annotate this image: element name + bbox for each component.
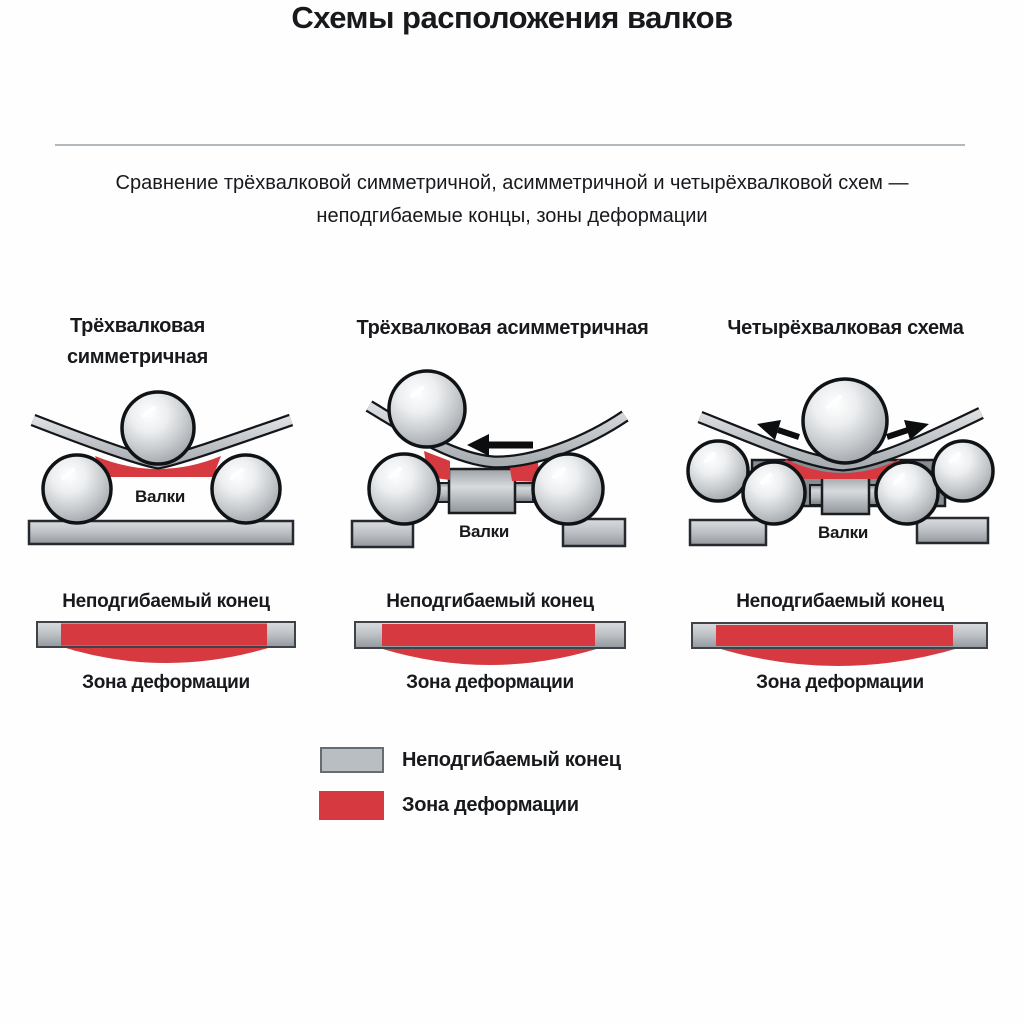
diagram1-title-line2: симметричная — [66, 346, 209, 368]
machine-base — [27, 519, 295, 546]
deformation-strip-1 — [36, 621, 296, 666]
title-divider — [55, 144, 965, 146]
rigid-end-label-1: Неподгибаемый конец — [62, 591, 270, 612]
drive-block — [447, 467, 517, 515]
diagram3-title: Четырёхвалковая схема — [688, 313, 1003, 344]
bottom-roll-sphere-right — [210, 453, 282, 525]
rigid-end-label-2: Неподгибаемый конец — [386, 591, 594, 612]
diagram1-title-line1: Трёхвалковая — [70, 315, 205, 337]
feed-direction-arrow-left-icon — [467, 434, 533, 456]
diagram1-title: Трёхвалковая симметричная — [35, 311, 240, 373]
bottom-roll-sphere-right — [531, 452, 605, 526]
feed-direction-arrow-left-icon — [757, 420, 800, 440]
feed-direction-arrow-right-icon — [886, 420, 929, 440]
diagram-three-roll-asymmetric: Валки — [350, 369, 629, 549]
legend-label-deformation-zone: Зона деформации — [402, 794, 579, 816]
deformation-zone-bar — [61, 623, 267, 646]
bulge-texture — [379, 650, 600, 667]
page-title: Схемы расположения валков — [291, 0, 733, 35]
machine-base-left — [688, 518, 768, 547]
top-roll-sphere — [801, 377, 889, 465]
bulge-texture — [61, 649, 273, 666]
diagram-four-roll: Валки — [686, 377, 995, 547]
deformation-zone-label-1: Зона деформации — [82, 672, 250, 693]
legend-swatch-deformation-zone — [319, 791, 384, 820]
sheet — [697, 407, 984, 472]
bulge-texture — [721, 651, 955, 668]
diagram3-title-line1: Четырёхвалковая схема — [727, 317, 964, 339]
bottom-roll-sphere-left — [367, 452, 441, 526]
deformation-zone-label-2: Зона деформации — [406, 672, 574, 693]
deformation-zone-fill — [785, 459, 900, 479]
top-roll-sphere — [387, 369, 467, 449]
diagram2-title-line1: Трёхвалковая асимметричная — [356, 317, 649, 339]
drive-block — [820, 474, 871, 516]
legend-swatch-rigid-end — [320, 747, 384, 773]
subtitle-line-1: Сравнение трёхвалковой симметричной, аси… — [115, 172, 909, 194]
deformation-strip-3 — [691, 622, 988, 668]
rolls-label: Валки — [459, 522, 509, 541]
rigid-end-label-3: Неподгибаемый конец — [736, 591, 944, 612]
deformation-zone-bar — [716, 625, 953, 646]
rolls-label: Валки — [818, 523, 868, 542]
diagram2-title: Трёхвалковая асимметричная — [345, 313, 660, 344]
deformation-strip-2 — [354, 621, 626, 667]
inner-roll-sphere-right — [874, 460, 940, 526]
legend-label-rigid-end: Неподгибаемый конец — [402, 749, 621, 771]
deformation-zone-bar — [382, 624, 595, 646]
rolls-label: Валки — [135, 487, 185, 506]
machine-base-right — [915, 516, 990, 545]
subtitle: Сравнение трёхвалковой симметричной, аси… — [0, 167, 1024, 233]
deformation-zone-label-3: Зона деформации — [756, 672, 924, 693]
outer-roll-sphere-right — [931, 439, 995, 503]
deformation-zone-fill — [95, 456, 221, 477]
outer-roll-sphere-left — [686, 439, 750, 503]
diagram-three-roll-symmetric: Валки — [27, 390, 295, 546]
top-roll-sphere — [120, 390, 196, 466]
bottom-roll-sphere-left — [41, 453, 113, 525]
inner-roll-sphere-left — [741, 460, 807, 526]
subtitle-line-2: неподгибаемые концы, зоны деформации — [316, 205, 708, 227]
